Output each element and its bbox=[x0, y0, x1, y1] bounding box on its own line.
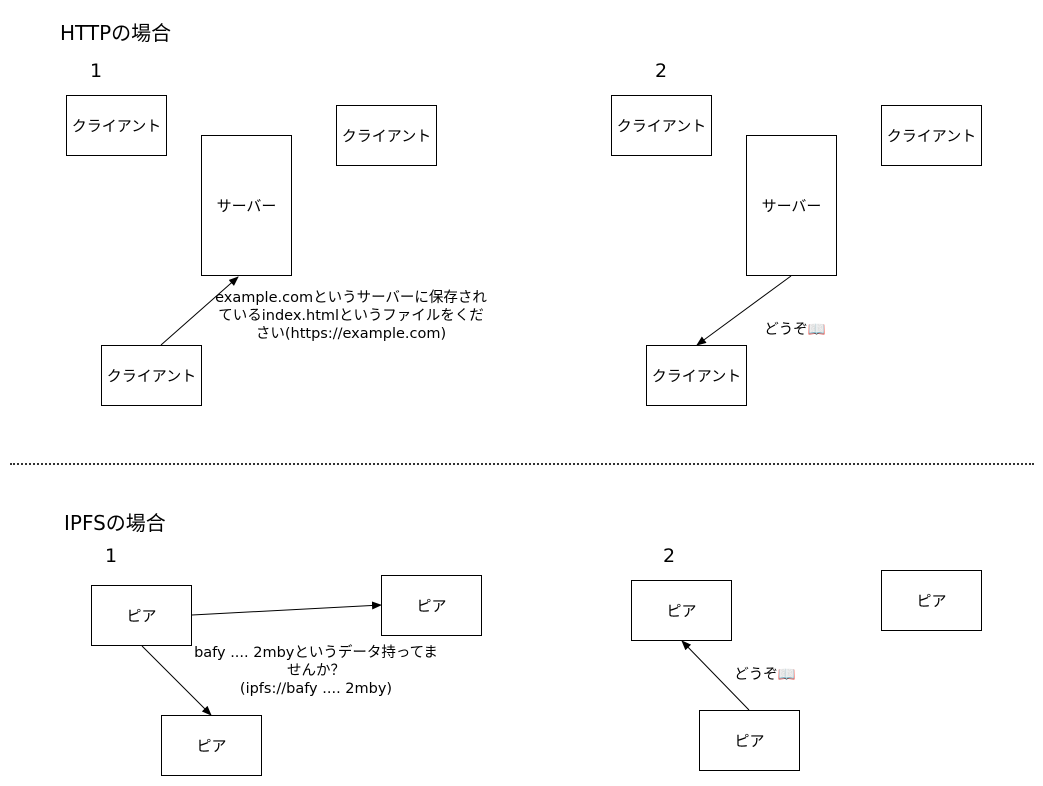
http-request-arrow bbox=[160, 276, 239, 346]
http-section-title: HTTPの場合 bbox=[60, 21, 172, 45]
client-label: クライアント bbox=[651, 367, 742, 385]
http-step2-client-receiver: クライアント bbox=[646, 345, 747, 406]
http-request-label: example.comというサーバーに保存され ているindex.htmlという… bbox=[206, 289, 496, 343]
section-separator bbox=[10, 463, 1034, 465]
server-label: サーバー bbox=[216, 197, 277, 215]
http-response-label: どうぞ📖 bbox=[764, 322, 826, 338]
peer-label: ピア bbox=[734, 732, 765, 750]
ipfs-request-line-1: bafy .... 2mbyというデータ持ってま bbox=[194, 645, 438, 661]
ipfs-step-2-number: 2 bbox=[663, 545, 676, 567]
http-step2-server: サーバー bbox=[746, 135, 837, 276]
http-step2-client-top-left: クライアント bbox=[611, 95, 712, 156]
http-step1-client-requester: クライアント bbox=[101, 345, 202, 406]
ipfs-request-line-2: せんか？ bbox=[287, 663, 345, 679]
http-step-1-number: 1 bbox=[90, 60, 103, 82]
client-label: クライアント bbox=[616, 117, 707, 135]
http-request-line-3: さい(https://example.com) bbox=[255, 326, 447, 342]
client-label: クライアント bbox=[106, 367, 197, 385]
client-label: クライアント bbox=[341, 127, 432, 145]
ipfs-response-label: どうぞ📖 bbox=[734, 667, 796, 683]
ipfs-request-label: bafy .... 2mbyというデータ持ってま せんか？ (ipfs://ba… bbox=[186, 644, 446, 698]
peer-label: ピア bbox=[916, 592, 947, 610]
peer-label: ピア bbox=[666, 602, 697, 620]
http-step1-server: サーバー bbox=[201, 135, 292, 276]
ipfs-step2-peer-right: ピア bbox=[881, 570, 982, 631]
ipfs-step1-peer-bottom: ピア bbox=[161, 715, 262, 776]
http-request-line-1: example.comというサーバーに保存され bbox=[215, 290, 487, 306]
ipfs-response-arrow bbox=[681, 640, 750, 711]
http-request-line-2: ているindex.htmlというファイルをくだ bbox=[218, 308, 484, 324]
peer-label: ピア bbox=[126, 607, 157, 625]
ipfs-request-arrow-to-peer-right bbox=[191, 601, 382, 616]
http-step1-client-top-right: クライアント bbox=[336, 105, 437, 166]
ipfs-step2-peer-receiver: ピア bbox=[631, 580, 732, 641]
http-step1-client-top-left: クライアント bbox=[66, 95, 167, 156]
ipfs-step2-peer-sender: ピア bbox=[699, 710, 800, 771]
http-response-arrow bbox=[696, 275, 792, 346]
ipfs-step-1-number: 1 bbox=[105, 545, 118, 567]
server-label: サーバー bbox=[761, 197, 822, 215]
ipfs-request-line-3: (ipfs://bafy .... 2mby) bbox=[239, 681, 393, 697]
http-step-2-number: 2 bbox=[655, 60, 668, 82]
client-label: クライアント bbox=[71, 117, 162, 135]
client-label: クライアント bbox=[886, 127, 977, 145]
peer-label: ピア bbox=[416, 597, 447, 615]
peer-label: ピア bbox=[196, 737, 227, 755]
ipfs-request-arrow-to-peer-bottom bbox=[141, 645, 212, 716]
ipfs-section-title: IPFSの場合 bbox=[64, 511, 166, 535]
ipfs-step1-peer-requester: ピア bbox=[91, 585, 192, 646]
ipfs-step1-peer-right: ピア bbox=[381, 575, 482, 636]
http-step2-client-top-right: クライアント bbox=[881, 105, 982, 166]
